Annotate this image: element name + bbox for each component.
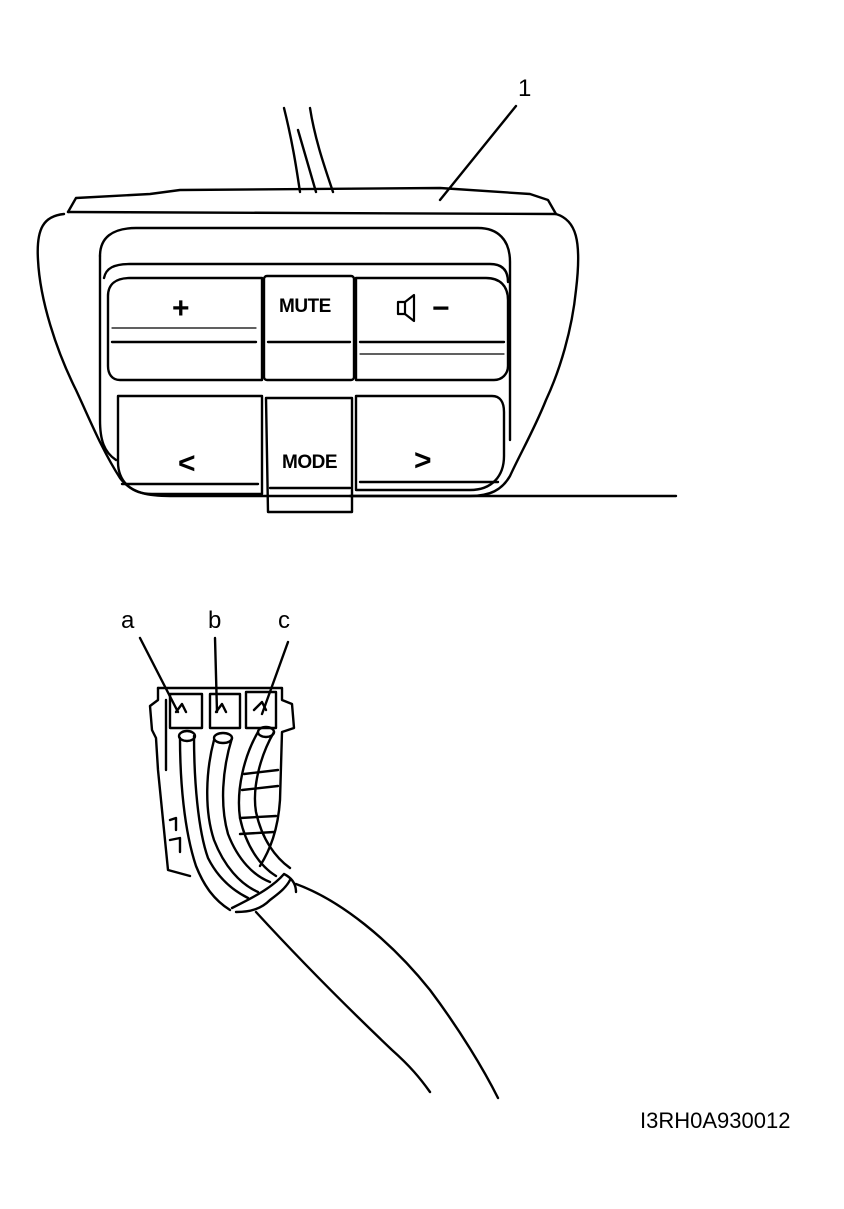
callout-leader-a bbox=[138, 636, 180, 714]
seek-up-button[interactable]: > bbox=[354, 394, 506, 492]
callout-leader-c bbox=[260, 640, 290, 716]
connector-wires bbox=[177, 725, 292, 912]
terminal-cavity-c bbox=[244, 690, 278, 730]
connector-plug bbox=[148, 686, 296, 878]
callout-leader-b bbox=[213, 636, 219, 714]
volume-down-label: − bbox=[432, 292, 450, 325]
volume-down-button[interactable]: − bbox=[354, 276, 510, 382]
seek-down-button[interactable]: < bbox=[116, 394, 264, 496]
lower-button-row: < MODE > bbox=[116, 394, 506, 514]
callout-label-b: b bbox=[208, 607, 221, 634]
terminal-cavity-a bbox=[168, 692, 204, 730]
seek-down-label: < bbox=[178, 447, 196, 480]
figure-id: I3RH0A930012 bbox=[640, 1108, 790, 1133]
callout-label-1: 1 bbox=[518, 75, 531, 102]
callout-leader-1 bbox=[438, 104, 518, 202]
callout-label-c: c bbox=[278, 607, 290, 634]
cable-sheath bbox=[230, 872, 500, 1100]
switch-harness bbox=[282, 106, 335, 194]
switch-housing bbox=[36, 186, 678, 498]
seek-up-label: > bbox=[414, 444, 432, 477]
mode-label: MODE bbox=[282, 452, 337, 473]
mute-button[interactable]: MUTE bbox=[262, 274, 356, 382]
upper-button-row: + MUTE − bbox=[106, 274, 510, 382]
terminal-cavity-b bbox=[208, 692, 242, 730]
volume-up-button[interactable]: + bbox=[106, 276, 264, 382]
mute-label: MUTE bbox=[279, 296, 331, 317]
callout-label-a: a bbox=[121, 607, 135, 634]
mode-button[interactable]: MODE bbox=[264, 396, 354, 514]
speaker-icon bbox=[396, 293, 416, 323]
volume-up-label: + bbox=[172, 292, 190, 325]
